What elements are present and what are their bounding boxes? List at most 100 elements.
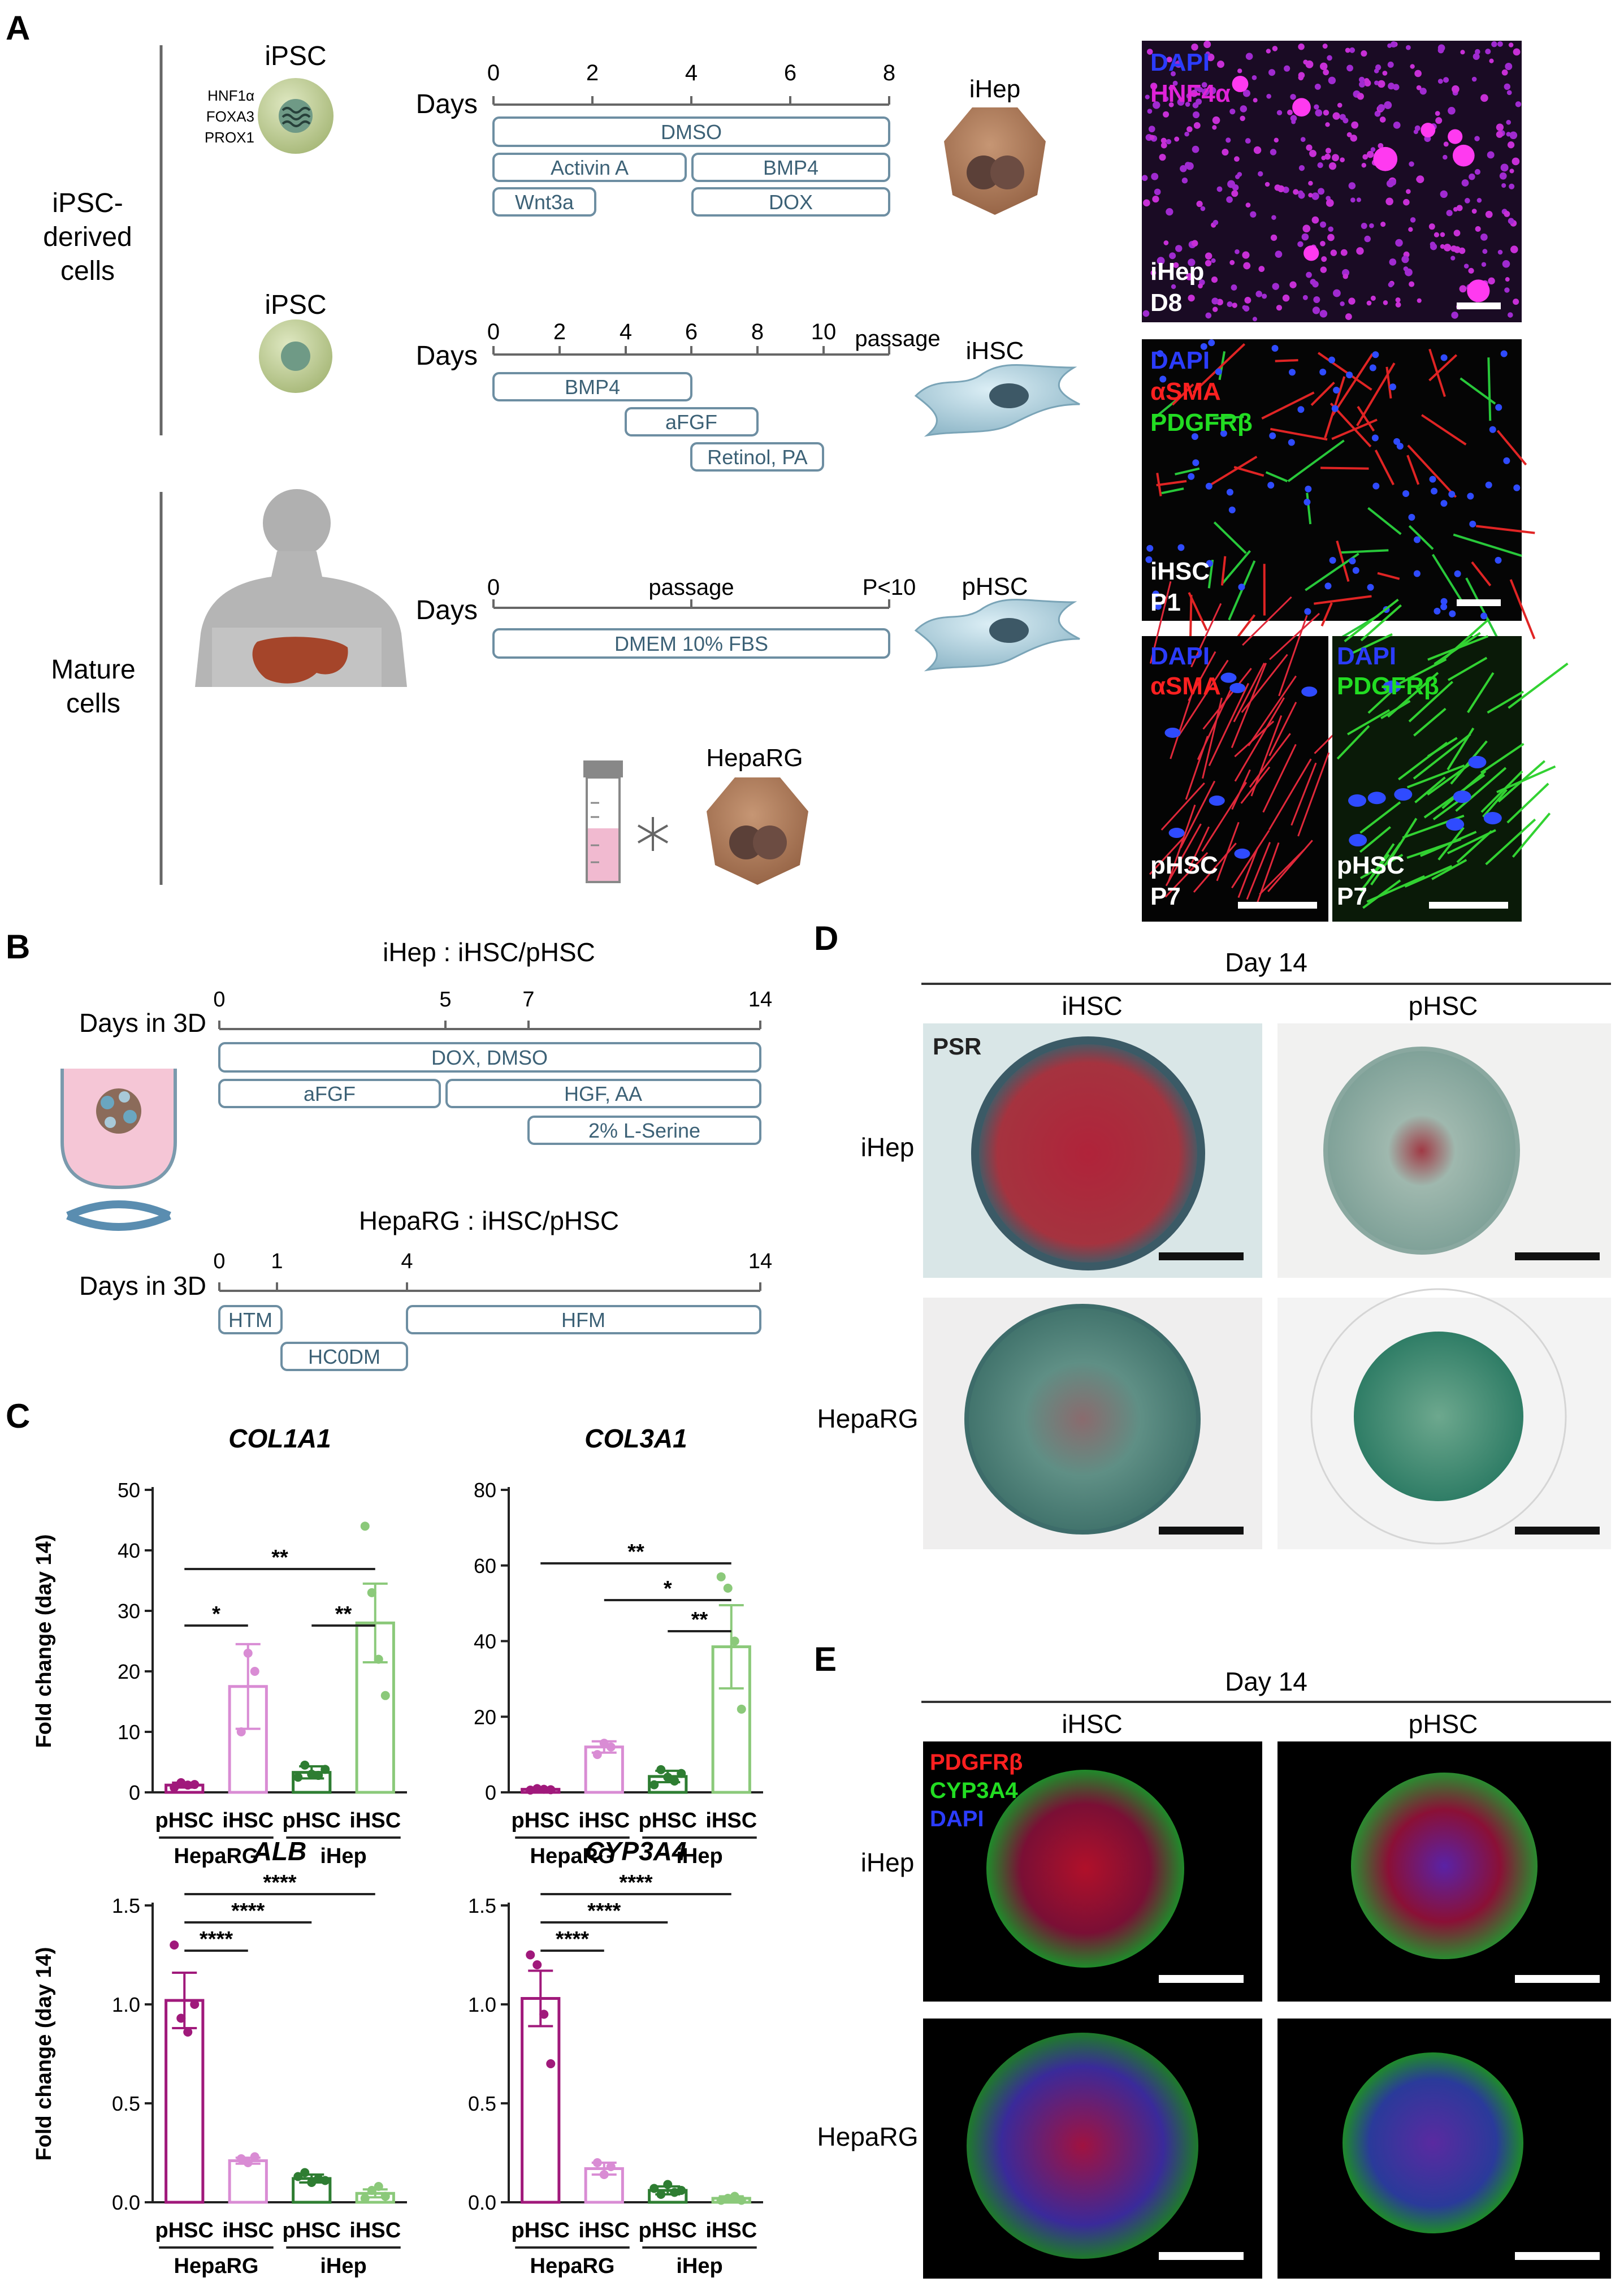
heparg-label: HepaRG (706, 744, 803, 772)
data-point (367, 2186, 376, 2195)
significance-label: **** (263, 1871, 296, 1895)
group-label: iHep (320, 1844, 366, 1868)
b-bars-1: DOX, DMSO aFGF HGF, AA 2% L-Serine (218, 1042, 761, 1145)
x-tick-label: pHSC (155, 2219, 214, 2242)
svg-text:DOX, DMSO: DOX, DMSO (431, 1046, 548, 1069)
data-point (649, 1780, 659, 1790)
significance-label: ** (627, 1540, 644, 1564)
svg-text:4: 4 (401, 1250, 413, 1273)
x-tick-label: iHSC (578, 2219, 630, 2242)
dish-icon (60, 1069, 177, 1231)
y-tick-label: 30 (118, 1600, 140, 1623)
svg-text:Retinol, PA: Retinol, PA (707, 446, 807, 469)
data-point (656, 1765, 666, 1774)
significance-label: **** (587, 1899, 621, 1923)
e-row-heparg: HepaRG (817, 2122, 919, 2151)
scale-bar (1515, 2252, 1600, 2260)
svg-text:passage: passage (648, 575, 734, 600)
timeline-bars-2: BMP4 aFGF Retinol, PA (492, 372, 824, 472)
data-point (677, 2186, 686, 2195)
scale-bar (1515, 1252, 1600, 1260)
b-title-2: HepaRG : iHSC/pHSC (359, 1206, 619, 1235)
x-tick-label: pHSC (512, 2219, 570, 2242)
svg-text:aFGF: aFGF (665, 410, 717, 434)
svg-text:iHep: iHep (1150, 258, 1204, 286)
data-point (250, 1667, 259, 1676)
panel-label-a: A (6, 9, 30, 47)
y-tick-label: 10 (118, 1721, 140, 1744)
data-point (176, 1778, 186, 1787)
data-point (176, 2013, 186, 2023)
days-label-1: Days (416, 89, 478, 119)
days-3d-label-1: Days in 3D (79, 1008, 206, 1038)
scale-bar (1515, 1975, 1600, 1983)
group-label: iHep (320, 2254, 366, 2278)
svg-text:pHSC: pHSC (1337, 852, 1405, 879)
svg-text:2: 2 (553, 319, 566, 344)
svg-text:4: 4 (685, 60, 698, 85)
svg-text:0: 0 (487, 319, 500, 344)
data-point (314, 2174, 323, 2183)
chart-title: COL1A1 (228, 1424, 331, 1453)
svg-text:DAPI: DAPI (1150, 49, 1210, 76)
data-point (532, 1960, 542, 1969)
data-point (716, 2195, 726, 2205)
timeline-b2 (218, 1282, 761, 1292)
micrograph-phsc-asma: DAPI αSMA pHSC P7 (1142, 581, 1359, 922)
data-point (293, 1773, 303, 1782)
y-tick-label: 0.0 (468, 2191, 496, 2214)
svg-text:cells: cells (60, 256, 115, 286)
y-tick-label: 1.5 (112, 1894, 140, 1917)
scale-bar (1515, 1527, 1600, 1535)
micrograph-phsc-pdgfrb: DAPI PDGFRβ pHSC P7 (1332, 598, 1569, 922)
data-point (606, 2162, 616, 2171)
data-point (243, 1648, 253, 1658)
svg-text:DAPI: DAPI (1337, 642, 1396, 670)
y-tick-label: 40 (474, 1630, 496, 1653)
data-point (606, 1742, 616, 1752)
data-point (663, 1773, 673, 1782)
group-label: HepaRG (174, 1844, 259, 1868)
svg-text:iHSC: iHSC (1150, 557, 1210, 585)
data-point (723, 2194, 733, 2203)
x-tick-label: pHSC (512, 1809, 570, 1832)
data-point (670, 2188, 679, 2197)
data-point (321, 1765, 330, 1774)
svg-text:6: 6 (685, 319, 698, 344)
data-point (526, 1950, 535, 1960)
svg-text:derived: derived (43, 222, 132, 252)
x-tick-label: iHSC (349, 2219, 401, 2242)
svg-text:PDGFRβ: PDGFRβ (1337, 672, 1439, 700)
scale-bar (1429, 902, 1508, 909)
ipsc-cell-icon-2 (259, 319, 332, 393)
data-point (737, 2195, 746, 2205)
data-point (526, 1785, 535, 1795)
svg-text:HNF1α: HNF1α (207, 87, 254, 104)
data-point (307, 2178, 317, 2187)
bar (584, 1745, 624, 1794)
y-tick-label: 0.5 (468, 2092, 496, 2115)
data-point (539, 2009, 549, 2019)
data-point (360, 1522, 370, 1531)
y-tick-label: 0 (129, 1781, 140, 1804)
e-day-label: Day 14 (1225, 1667, 1307, 1696)
scale-bar (1238, 902, 1317, 909)
factor-list: HNF1α FOXA3 PROX1 (205, 87, 254, 146)
svg-text:0: 0 (213, 988, 225, 1012)
svg-text:7: 7 (522, 988, 534, 1012)
y-tick-label: 0.5 (112, 2092, 140, 2115)
days-label-3: Days (416, 595, 478, 625)
d-row-heparg: HepaRG (817, 1404, 919, 1433)
scale-bar (1159, 2252, 1244, 2260)
svg-text:HNF4α: HNF4α (1150, 80, 1231, 107)
svg-text:DOX: DOX (769, 191, 813, 214)
hepatocyte-icon-1 (944, 107, 1046, 215)
significance-label: **** (619, 1871, 652, 1895)
data-point (677, 1769, 686, 1778)
svg-text:HTM: HTM (228, 1308, 272, 1332)
y-tick-label: 20 (474, 1705, 496, 1728)
svg-text:10: 10 (811, 319, 837, 344)
